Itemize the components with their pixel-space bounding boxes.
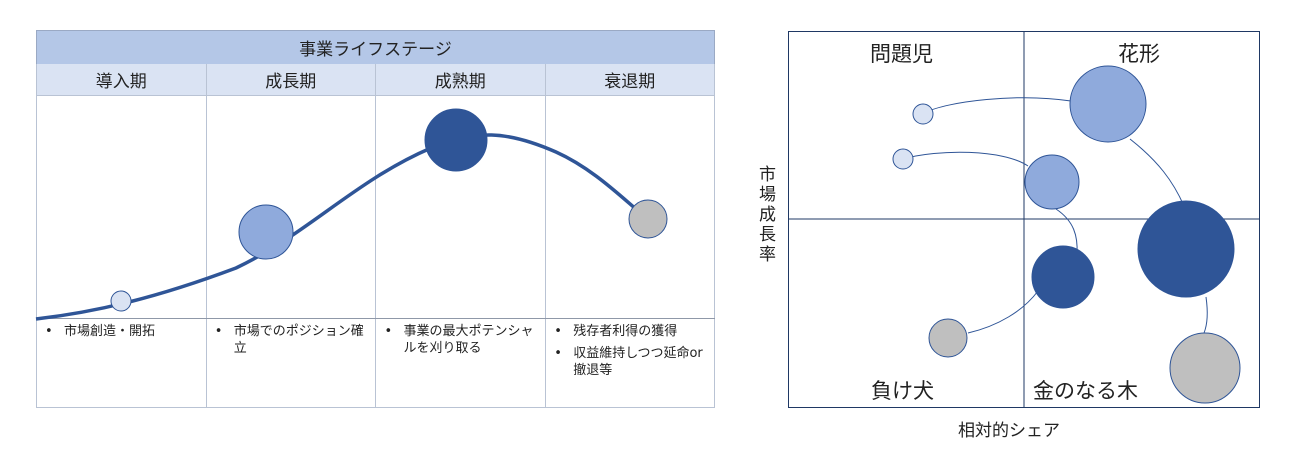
bubble-decline bbox=[628, 199, 668, 239]
bubble-dog bbox=[928, 318, 968, 358]
quadrant-star: 花形 bbox=[1118, 42, 1160, 66]
quadrant-cash-cow: 金のなる木 bbox=[1033, 379, 1138, 403]
stage-column bbox=[207, 95, 376, 407]
bubble-problem-child-small bbox=[892, 148, 914, 170]
lifecycle-curve bbox=[35, 133, 650, 321]
stage-introduction: 導入期 bbox=[37, 64, 207, 95]
note-item: 市場でのポジション確立 bbox=[214, 323, 368, 357]
stage-decline: 衰退期 bbox=[604, 72, 656, 92]
bubble-introduction bbox=[110, 290, 132, 312]
connector bbox=[902, 151, 1029, 167]
y-axis-label: 市場成長率 bbox=[755, 165, 775, 265]
connector bbox=[923, 97, 1072, 114]
stage-column bbox=[376, 95, 546, 407]
quadrant-dog: 負け犬 bbox=[871, 379, 934, 403]
bubble-cash-cow-medium bbox=[1031, 245, 1095, 309]
connector bbox=[1203, 296, 1208, 334]
note-maturity: 事業の最大ポテンシャルを刈り取る bbox=[376, 320, 546, 408]
stage-notes-row: 市場創造・開拓 市場でのポジション確立 事業の最大ポテンシャルを刈り取る 残存者… bbox=[36, 320, 715, 408]
stage-header-row: 導入期 成長期 成熟期 衰退期 bbox=[36, 64, 715, 96]
note-decline: 残存者利得の獲得 収益維持しつつ延命or撤退等 bbox=[545, 320, 715, 408]
notes-divider bbox=[36, 318, 715, 319]
bubble-cash-cow-large bbox=[1137, 200, 1235, 298]
stage-body bbox=[36, 95, 715, 408]
stage-maturity: 成熟期 bbox=[376, 64, 546, 95]
note-growth: 市場でのポジション確立 bbox=[206, 320, 376, 408]
quadrant-problem-child: 問題児 bbox=[870, 42, 933, 66]
lifecycle-curve-layer bbox=[35, 108, 668, 321]
note-introduction: 市場創造・開拓 bbox=[36, 320, 206, 408]
note-item: 収益維持しつつ延命or撤退等 bbox=[553, 345, 707, 379]
ppm-matrix: 問題児 花形 負け犬 金のなる木 bbox=[788, 31, 1260, 408]
connector bbox=[1129, 138, 1185, 207]
bubble-star-medium bbox=[1024, 154, 1080, 210]
note-item: 残存者利得の獲得 bbox=[553, 323, 707, 340]
bubble-growth bbox=[238, 204, 294, 260]
bubble-problem-child-small bbox=[912, 103, 934, 125]
x-axis-label: 相対的シェア bbox=[958, 421, 1060, 441]
lifecycle-title: 事業ライフステージ bbox=[36, 30, 715, 65]
note-item: 事業の最大ポテンシャルを刈り取る bbox=[384, 323, 538, 357]
note-item: 市場創造・開拓 bbox=[44, 323, 198, 340]
bubble-cash-cow-grey bbox=[1169, 332, 1241, 404]
bubble-star-large bbox=[1069, 65, 1147, 143]
bubble-maturity bbox=[424, 108, 488, 172]
lifecycle-diagram: 事業ライフステージ 導入期 成長期 成熟期 衰退期 市場創造・開拓 市場でのポジ… bbox=[35, 30, 715, 408]
stage-column bbox=[37, 95, 207, 407]
stage-growth: 成長期 bbox=[207, 64, 376, 95]
connector bbox=[967, 290, 1039, 334]
ppm-graphic bbox=[788, 31, 1260, 408]
